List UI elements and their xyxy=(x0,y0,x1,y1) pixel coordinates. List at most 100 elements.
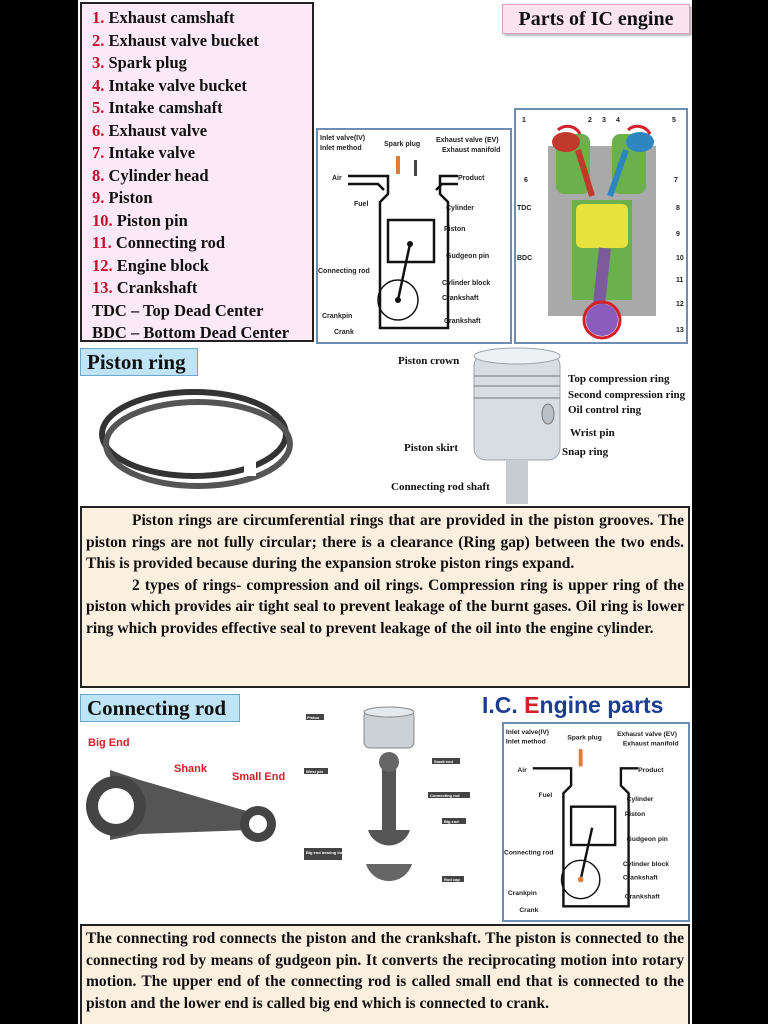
rod-assembly-illustration: Piston Small end Wrist pin Connecting ro… xyxy=(302,704,498,914)
parts-list-label: Spark plug xyxy=(109,53,187,72)
lbl-inlet-valve: Inlet valve(IV) xyxy=(320,135,365,142)
lbl-asm-bearing-inserts: Big end bearing inserts xyxy=(306,850,351,855)
lbl-asm-big-end: Big end xyxy=(444,819,459,824)
lbl-tdc: TDC xyxy=(517,205,531,212)
parts-list-item: 4. Intake valve bucket xyxy=(92,75,312,98)
parts-list-label: Exhaust valve xyxy=(109,121,208,140)
lbl-piston-crown: Piston crown xyxy=(398,355,459,367)
engine-schematic-svg-2: Inlet valve(IV) Inlet method Spark plug … xyxy=(504,724,688,920)
lbl2-product: Product xyxy=(638,767,664,774)
parts-list-label: Piston xyxy=(109,188,153,207)
lbl-exhaust-manifold: Exhaust manifold xyxy=(442,147,500,154)
parts-list-item: 8. Cylinder head xyxy=(92,165,312,188)
lbl-crank: Crank xyxy=(334,329,354,336)
parts-list-number: 9. xyxy=(92,188,104,207)
cutaway-number-label: 8 xyxy=(676,205,680,212)
cutaway-number-label: 7 xyxy=(674,177,678,184)
cutaway-number-label: 4 xyxy=(616,117,620,124)
connecting-rod-heading: Connecting rod xyxy=(80,694,240,722)
cutaway-number-label: 13 xyxy=(676,327,684,334)
parts-list-number: 7. xyxy=(92,143,104,162)
parts-list-number: 6. xyxy=(92,121,104,140)
parts-list-item: 12. Engine block xyxy=(92,255,312,278)
piston-ring-illustration xyxy=(94,376,304,502)
engine-schematic-bottom: Inlet valve(IV) Inlet method Spark plug … xyxy=(502,722,690,922)
lbl-fuel: Fuel xyxy=(354,201,368,208)
lbl2-inlet-valve: Inlet valve(IV) xyxy=(506,729,549,736)
lbl2-crankshaft-b: Crankshaft xyxy=(625,894,661,901)
piston-ring-text: Piston rings are circumferential rings t… xyxy=(80,506,690,688)
lbl2-cylinder: Cylinder xyxy=(627,796,654,803)
parts-list-item: 11. Connecting rod xyxy=(92,232,312,255)
lbl-inlet-method: Inlet method xyxy=(320,145,362,152)
parts-list-label: Intake camshaft xyxy=(109,98,223,117)
parts-list-item: 2. Exhaust valve bucket xyxy=(92,30,312,53)
lbl2-cylinder-block: Cylinder block xyxy=(623,861,669,868)
lbl-asm-rod-cap: Rod cap xyxy=(444,877,460,882)
cutaway-number-label: 5 xyxy=(672,117,676,124)
parts-list-number: 1. xyxy=(92,8,104,27)
cutaway-number-label: 2 xyxy=(588,117,592,124)
cutaway-number-label: 9 xyxy=(676,231,680,238)
parts-list-number: 3. xyxy=(92,53,104,72)
page-title: Parts of IC engine xyxy=(502,4,690,34)
parts-list-item: 1. Exhaust camshaft xyxy=(92,7,312,30)
piston-ring-paragraph-2: 2 types of rings- compression and oil ri… xyxy=(86,575,684,640)
lbl-air: Air xyxy=(332,175,342,182)
lbl-asm-connecting-rod: Connecting rod xyxy=(430,793,460,798)
abbrev-bdc: BDC – Bottom Dead Center xyxy=(92,322,312,345)
lbl-oil-ring: Oil control ring xyxy=(568,404,642,416)
abbrev-tdc: TDC – Top Dead Center xyxy=(92,300,312,323)
lbl-product: Product xyxy=(458,175,485,182)
lbl-crankshaft-b: Crankshaft xyxy=(444,318,481,325)
parts-list-number: 11. xyxy=(92,233,112,252)
lbl-cylinder-block: Cylinder block xyxy=(442,280,490,287)
lbl-second-ring: Second compression ring xyxy=(568,389,686,401)
lbl-top-ring: Top compression ring xyxy=(568,373,670,385)
lbl2-spark-plug: Spark plug xyxy=(567,735,602,742)
cutaway-number-label: 3 xyxy=(602,117,606,124)
lbl-piston-skirt: Piston skirt xyxy=(404,442,458,454)
parts-list-label: Exhaust camshaft xyxy=(109,8,235,27)
lbl2-gudgeon-pin: Gudgeon pin xyxy=(627,836,668,843)
parts-list-label: Intake valve bucket xyxy=(109,76,247,95)
parts-list-item: 7. Intake valve xyxy=(92,142,312,165)
connecting-rod-text: The connecting rod connects the piston a… xyxy=(80,924,690,1024)
lbl-big-end: Big End xyxy=(88,737,130,749)
parts-list-item: 3. Spark plug xyxy=(92,52,312,75)
parts-list-label: Cylinder head xyxy=(109,166,209,185)
parts-list-number: 12. xyxy=(92,256,113,275)
lbl-rod-shaft: Connecting rod shaft xyxy=(391,481,490,493)
engine-schematic-svg: Inlet valve(IV) Inlet method Spark plug … xyxy=(318,130,510,342)
lbl2-inlet-method: Inlet method xyxy=(506,738,546,745)
parts-list-number: 10. xyxy=(92,211,113,230)
connecting-rod-paragraph: The connecting rod connects the piston a… xyxy=(86,928,684,1014)
lbl-shank: Shank xyxy=(174,763,208,775)
parts-list-item: 9. Piston xyxy=(92,187,312,210)
lbl-small-end: Small End xyxy=(232,771,285,783)
parts-list-number: 2. xyxy=(92,31,104,50)
cutaway-number-label: 10 xyxy=(676,255,684,262)
lbl-crankpin: Crankpin xyxy=(322,313,352,320)
lbl2-air: Air xyxy=(517,767,527,774)
lbl-bdc: BDC xyxy=(517,255,532,262)
piston-ring-paragraph-1: Piston rings are circumferential rings t… xyxy=(86,510,684,575)
parts-list-label: Piston pin xyxy=(117,211,188,230)
parts-list-number: 4. xyxy=(92,76,104,95)
cutaway-number-label: 6 xyxy=(524,177,528,184)
lbl2-crank: Crank xyxy=(519,907,538,914)
lbl2-exhaust-manifold: Exhaust manifold xyxy=(623,740,679,747)
lbl-asm-piston: Piston xyxy=(307,715,320,720)
ic-engine-parts-title: I.C. Engine parts xyxy=(482,692,663,719)
lbl2-exhaust-valve: Exhaust valve (EV) xyxy=(617,731,677,738)
lbl2-fuel: Fuel xyxy=(539,792,553,799)
lbl-wrist-pin: Wrist pin xyxy=(570,427,615,439)
connecting-rod-illustration: Big End Shank Small End xyxy=(80,730,292,860)
piston-ring-heading: Piston ring xyxy=(80,348,198,376)
lbl-asm-wrist-pin: Wrist pin xyxy=(306,769,324,774)
parts-list-number: 5. xyxy=(92,98,104,117)
